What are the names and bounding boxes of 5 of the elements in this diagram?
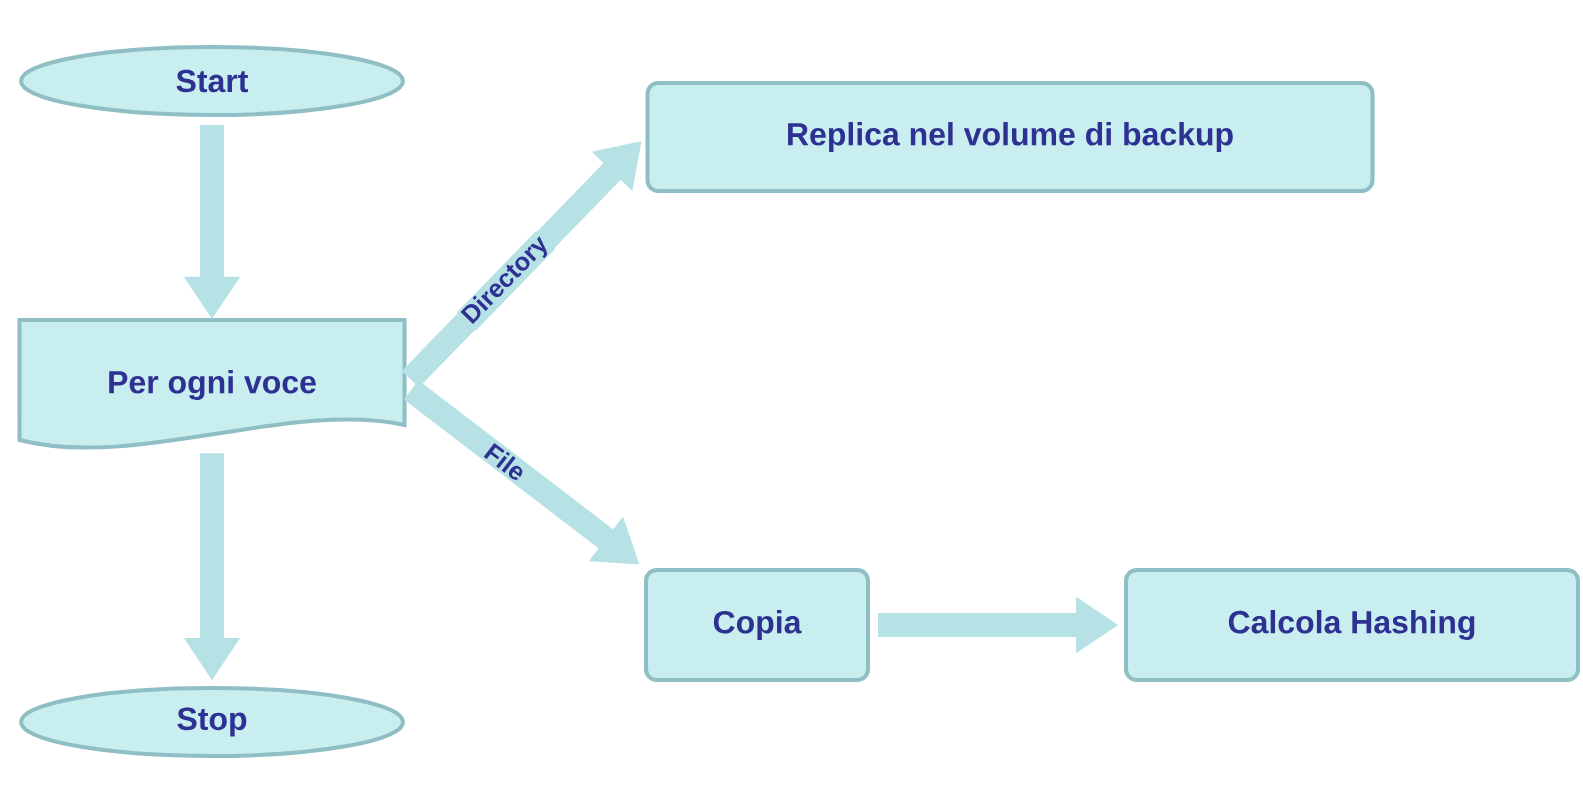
edge-label: File bbox=[480, 439, 531, 485]
process-box: Copia bbox=[644, 568, 870, 682]
document-box: Per ogni voce bbox=[17, 318, 407, 450]
process-box: Calcola Hashing bbox=[1124, 568, 1580, 682]
process-box: Replica nel volume di backup bbox=[645, 81, 1375, 193]
